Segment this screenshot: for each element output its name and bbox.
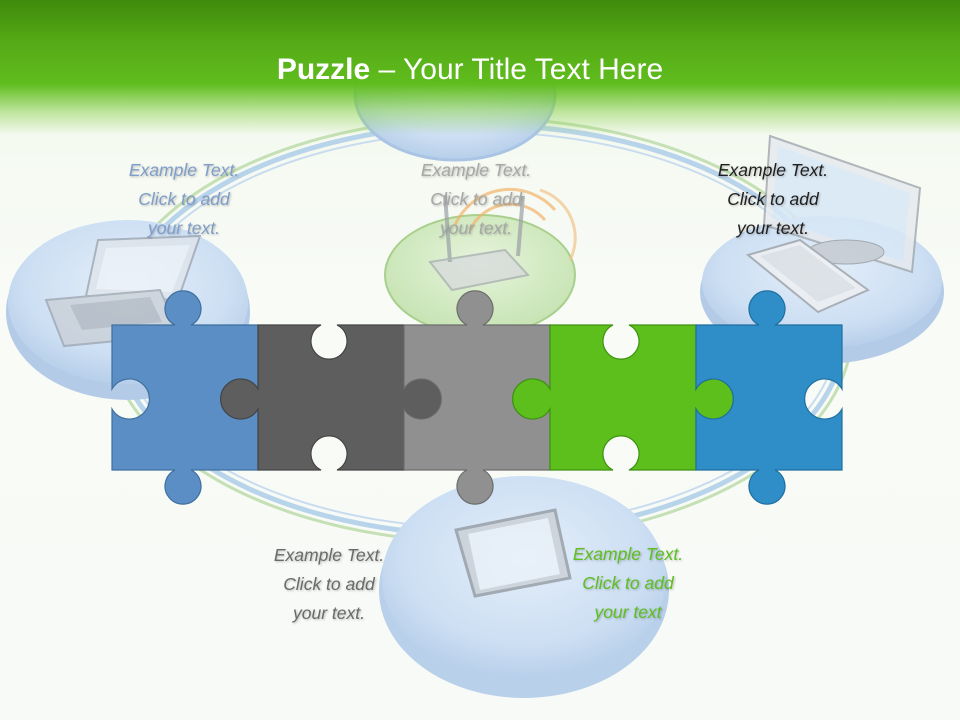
label-top-left[interactable]: Example Text. Click to add your text. [94, 156, 274, 243]
label-line: Click to add [138, 189, 230, 209]
label-line: Click to add [727, 189, 819, 209]
desktop-computer-icon [745, 134, 922, 314]
wifi-router-icon [428, 187, 577, 292]
title-rest: – Your Title Text Here [370, 53, 664, 86]
label-line: Click to add [582, 573, 674, 593]
label-line: your text. [293, 603, 365, 623]
label-line: Example Text. [717, 160, 829, 180]
laptop-icon [44, 234, 202, 348]
label-line: your text. [440, 218, 512, 238]
label-line: your text. [148, 218, 220, 238]
puzzle-piece-sky-blue[interactable] [695, 290, 843, 505]
label-bottom-right[interactable]: Example Text. Click to add your text [538, 540, 718, 627]
label-top-center[interactable]: Example Text. Click to add your text. [386, 156, 566, 243]
slide-title[interactable]: Puzzle – Your Title Text Here [0, 52, 940, 88]
label-line: Click to add [430, 189, 522, 209]
title-bar [0, 0, 960, 135]
title-bold: Puzzle [276, 53, 371, 86]
label-top-right[interactable]: Example Text. Click to add your text. [683, 156, 863, 243]
label-line: Example Text. [420, 160, 532, 180]
label-line: your text. [737, 218, 809, 238]
label-bottom-left[interactable]: Example Text. Click to add your text. [239, 541, 419, 628]
label-line: Example Text. [273, 545, 385, 565]
label-line: Example Text. [572, 544, 684, 564]
label-line: Example Text. [128, 160, 240, 180]
label-line: your text [594, 602, 662, 622]
label-line: Click to add [283, 574, 375, 594]
tablet-icon [454, 508, 572, 598]
